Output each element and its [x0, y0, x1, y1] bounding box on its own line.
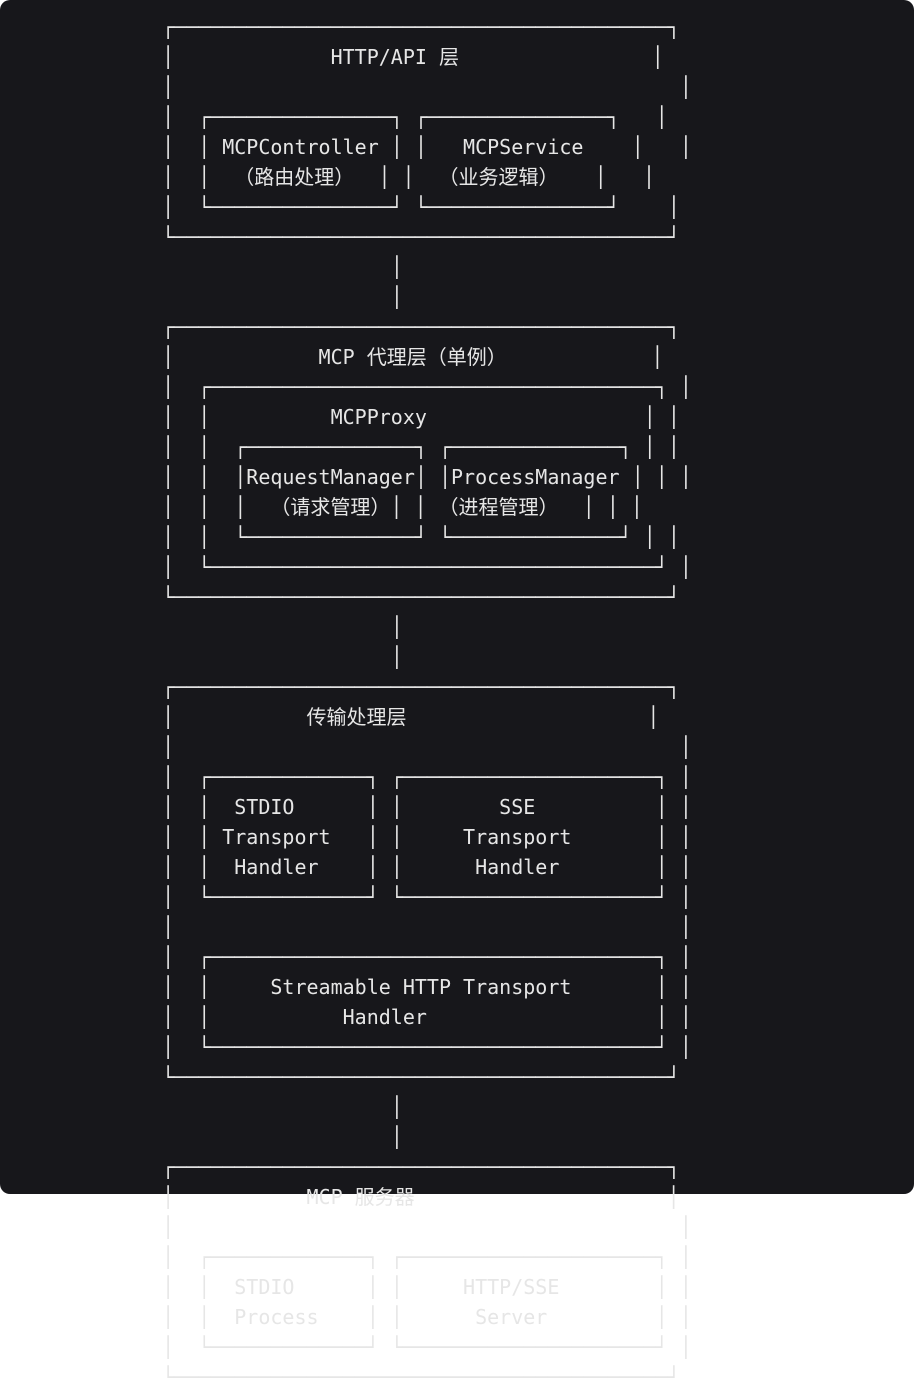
- diagram-line: │ │ └──────────────┘ └──────────────┘ │ …: [162, 525, 680, 549]
- diagram-line: │ │ STDIO │ │ SSE │ │: [162, 795, 692, 819]
- diagram-line: ┌───────────────────────────────────────…: [162, 675, 680, 699]
- diagram-line: │ │: [162, 75, 692, 99]
- diagram-line: └───────────────────────────────────────…: [162, 225, 680, 249]
- diagram-line: │ └─────────────┘ └─────────────────────…: [162, 885, 692, 909]
- diagram-line: │ │: [162, 915, 692, 939]
- diagram-line: │ │ Transport │ │ Transport │ │: [162, 825, 692, 849]
- diagram-line: │ ┌───────────────┐ ┌───────────────┐ │: [162, 105, 668, 129]
- diagram-line: │ 传输处理层 │: [162, 705, 660, 729]
- diagram-line: │ │ Process │ │ Server │ │: [162, 1305, 692, 1329]
- diagram-line: │ │ Streamable HTTP Transport │ │: [162, 975, 692, 999]
- diagram-line: ┌───────────────────────────────────────…: [162, 1155, 680, 1179]
- diagram-line: │ └───────────────┘ └───────────────┘ │: [162, 195, 680, 219]
- diagram-line: │ │ MCPController │ │ MCPService │ │: [162, 135, 692, 159]
- diagram-line: ┌───────────────────────────────────────…: [162, 315, 680, 339]
- diagram-line: │ │ STDIO │ │ HTTP/SSE │ │: [162, 1275, 692, 1299]
- diagram-line: │: [162, 285, 403, 309]
- diagram-line: │ MCP 服务器 │: [162, 1185, 680, 1209]
- diagram-line: └───────────────────────────────────────…: [162, 1365, 680, 1389]
- diagram-line: │ └─────────────────────────────────────…: [162, 1035, 692, 1059]
- diagram-line: │ │ ┌──────────────┐ ┌──────────────┐ │ …: [162, 435, 680, 459]
- diagram-line: │: [162, 255, 403, 279]
- diagram-line: │ └─────────────┘ └─────────────────────…: [162, 1335, 692, 1359]
- diagram-line: │ │ Handler │ │: [162, 1005, 692, 1029]
- diagram-line: │ HTTP/API 层 │: [162, 45, 664, 69]
- diagram-line: └───────────────────────────────────────…: [162, 1065, 680, 1089]
- diagram-line: └───────────────────────────────────────…: [162, 585, 680, 609]
- diagram-line: ┌───────────────────────────────────────…: [162, 15, 680, 39]
- diagram-line: │ │: [162, 1215, 692, 1239]
- diagram-line: │ ┌─────────────┐ ┌─────────────────────…: [162, 765, 692, 789]
- diagram-line: │ │ MCPProxy │ │: [162, 405, 680, 429]
- diagram-line: │ ┌─────────────┐ ┌─────────────────────…: [162, 1245, 692, 1269]
- diagram-line: │: [162, 1095, 403, 1119]
- diagram-line: │ │ │ （请求管理）│ │ （进程管理） │ │ │: [162, 495, 643, 519]
- diagram-line: │ MCP 代理层（单例） │: [162, 345, 664, 369]
- diagram-line: │ ┌─────────────────────────────────────…: [162, 375, 692, 399]
- diagram-line: │: [162, 615, 403, 639]
- diagram-line: │ │ │RequestManager│ │ProcessManager │ │…: [162, 465, 692, 489]
- diagram-line: │ └─────────────────────────────────────…: [162, 555, 692, 579]
- diagram-line: │ │ （路由处理） │ │ （业务逻辑） │ │: [162, 165, 655, 189]
- diagram-line: │: [162, 645, 403, 669]
- diagram-line: │ │ Handler │ │ Handler │ │: [162, 855, 692, 879]
- diagram-line: │ ┌─────────────────────────────────────…: [162, 945, 692, 969]
- ascii-architecture-diagram: ┌───────────────────────────────────────…: [162, 12, 692, 1392]
- diagram-line: │: [162, 1125, 403, 1149]
- diagram-line: │ │: [162, 735, 692, 759]
